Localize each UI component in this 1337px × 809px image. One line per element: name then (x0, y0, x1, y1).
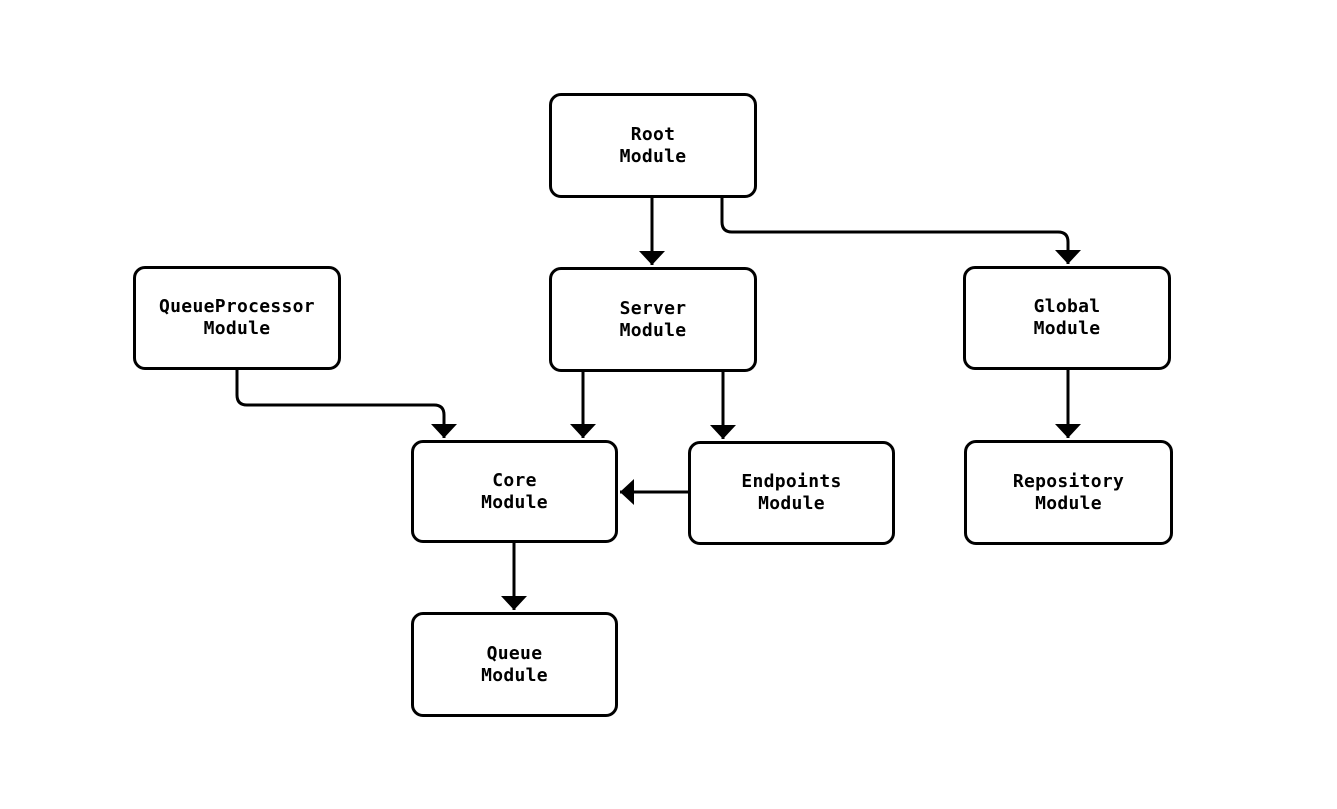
node-endpoints: Endpoints Module (688, 441, 895, 545)
node-label-repository: Repository Module (1012, 470, 1125, 514)
node-repository: Repository Module (964, 440, 1173, 545)
node-label-core: Core Module (481, 469, 548, 513)
node-core: Core Module (411, 440, 618, 543)
node-label-endpoints: Endpoints Module (741, 471, 842, 514)
node-queue: Queue Module (411, 612, 618, 717)
node-label-queueprocessor: QueueProcessor Module (159, 296, 315, 339)
node-label-server: Server Module (619, 297, 687, 341)
node-label-global: Global Module (1033, 296, 1101, 339)
node-queueprocessor: QueueProcessor Module (133, 266, 341, 370)
edge-queueprocessor-core (235, 370, 457, 438)
node-label-queue: Queue Module (481, 642, 548, 686)
node-server: Server Module (549, 267, 757, 372)
node-label-root: Root Module (619, 123, 687, 167)
edge-root-global (720, 198, 1081, 264)
edge-group (235, 198, 1081, 610)
node-global: Global Module (963, 266, 1171, 370)
node-root: Root Module (549, 93, 757, 198)
